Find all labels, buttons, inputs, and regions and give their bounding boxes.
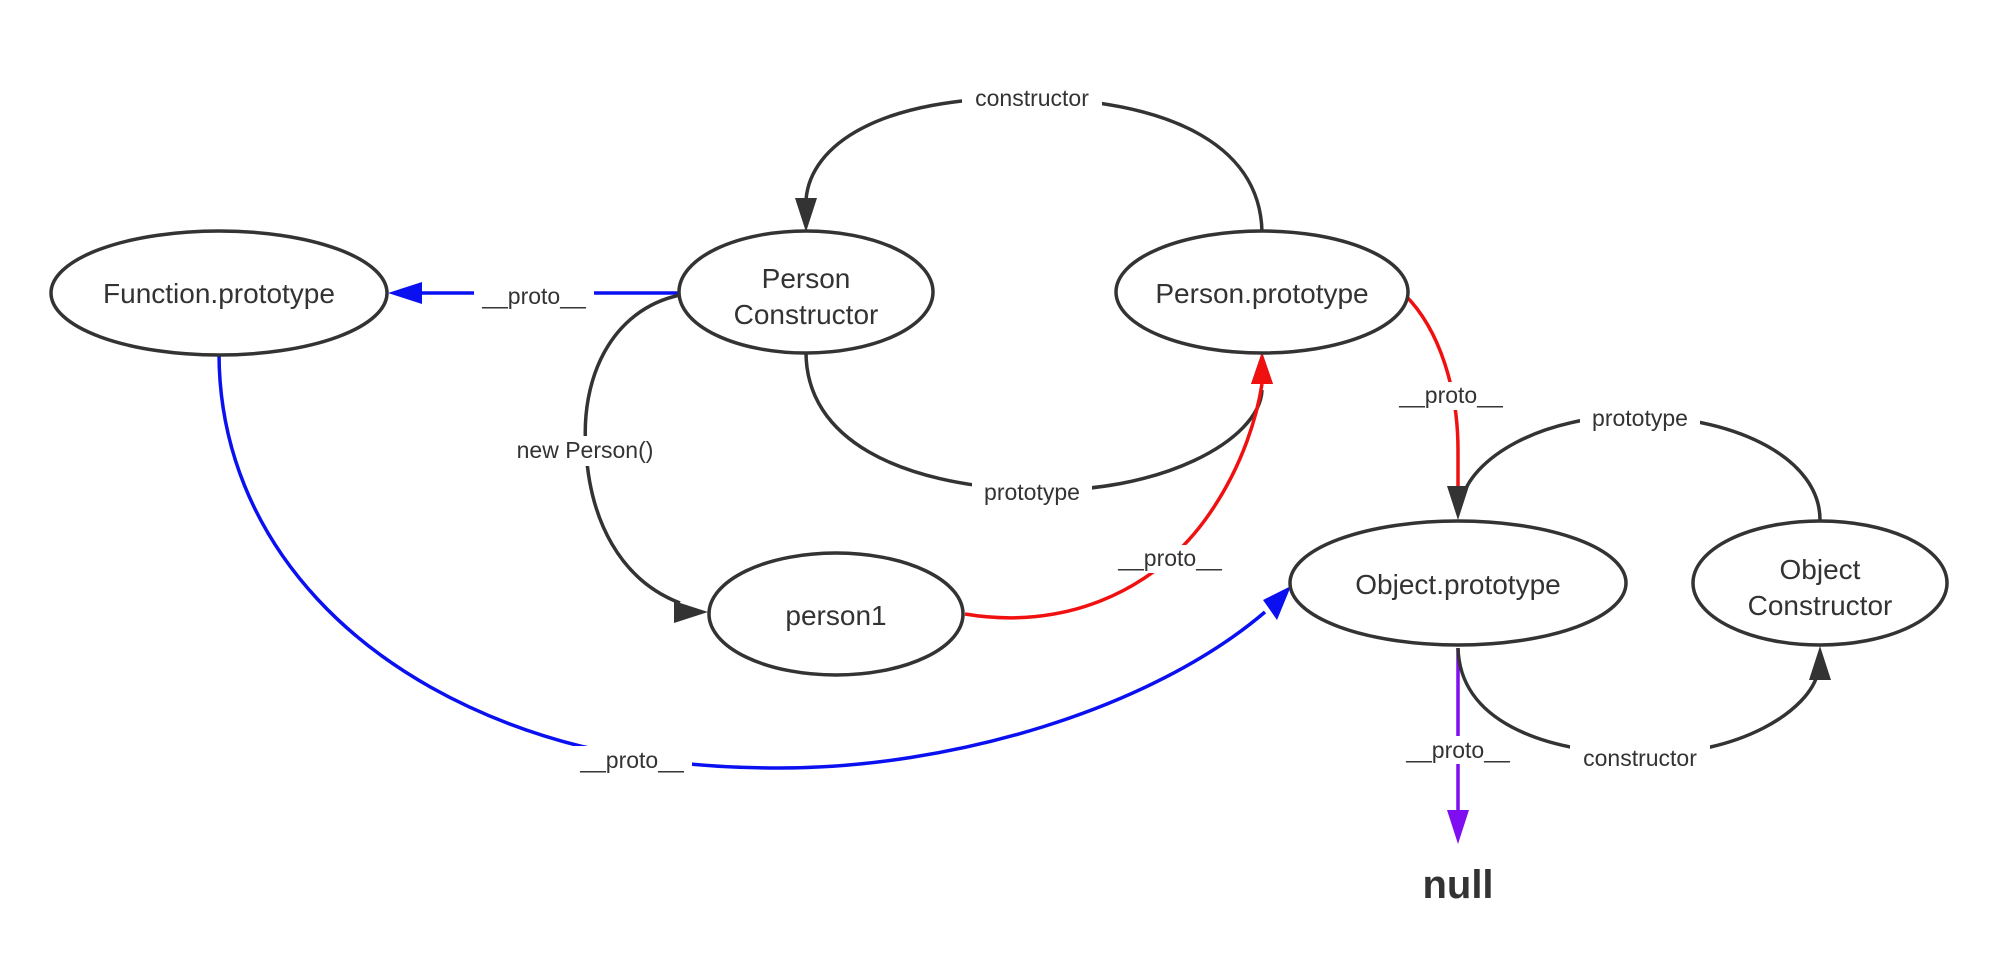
label-person1-proto-text: __proto__: [1117, 545, 1223, 571]
node-person-prototype: Person.prototype: [1114, 229, 1410, 355]
label-person-constructor-proto-text: __proto__: [481, 283, 587, 309]
node-function-prototype-label: Function.prototype: [103, 278, 335, 309]
label-person-prototype-proto-text: __proto__: [1398, 382, 1504, 408]
edge-person-prototype-proto: [1403, 293, 1460, 488]
label-new-person-text: new Person(): [517, 437, 654, 463]
label-new-person: new Person(): [505, 436, 665, 466]
arrowhead-function-proto: [388, 282, 422, 304]
edge-function-prototype-proto: [217, 352, 1267, 770]
label-prototype-person: prototype: [972, 478, 1092, 508]
label-constructor-object: constructor: [1570, 744, 1710, 774]
node-object-prototype-label: Object.prototype: [1355, 569, 1560, 600]
edge-prototype-person: [804, 351, 1264, 493]
node-person-prototype-label: Person.prototype: [1155, 278, 1368, 309]
node-person-constructor: Person Constructor: [677, 229, 935, 355]
node-person-constructor-line2: Constructor: [734, 299, 879, 330]
node-object-prototype: Object.prototype: [1288, 519, 1628, 647]
label-prototype-person-text: prototype: [984, 479, 1080, 505]
node-function-prototype: Function.prototype: [49, 229, 389, 357]
label-person-constructor-proto: __proto__: [474, 282, 594, 310]
node-person1-label: person1: [785, 600, 886, 631]
node-person1: person1: [707, 551, 965, 677]
node-person-constructor-line1: Person: [762, 263, 851, 294]
arrowhead-null: [1447, 810, 1469, 844]
label-prototype-object: prototype: [1580, 404, 1700, 432]
arrowhead-person1: [674, 601, 708, 623]
arrowhead-constructor-top: [795, 198, 817, 232]
arrowhead-object-constructor: [1809, 646, 1831, 680]
label-object-prototype-proto-text: __proto__: [1405, 737, 1511, 763]
arrowhead-person-prototype-red: [1251, 352, 1273, 384]
label-constructor-top-text: constructor: [975, 85, 1089, 111]
edge-constructor-top: [804, 96, 1264, 233]
label-function-prototype-proto-text: __proto__: [579, 747, 685, 773]
node-object-constructor: Object Constructor: [1691, 519, 1949, 647]
label-prototype-object-text: prototype: [1592, 405, 1688, 431]
node-object-constructor-line1: Object: [1780, 554, 1861, 585]
label-person1-proto: __proto__: [1110, 545, 1230, 573]
label-function-prototype-proto: __proto__: [572, 746, 692, 774]
label-constructor-top: constructor: [962, 84, 1102, 112]
label-person-prototype-proto: __proto__: [1391, 382, 1511, 410]
node-object-constructor-line2: Constructor: [1748, 590, 1893, 621]
arrowhead-object-prototype-blue: [1263, 586, 1291, 620]
edge-person1-proto: [964, 383, 1264, 620]
node-null-label: null: [1422, 863, 1493, 907]
label-constructor-object-text: constructor: [1583, 745, 1697, 771]
label-object-prototype-proto: __proto__: [1398, 736, 1518, 764]
